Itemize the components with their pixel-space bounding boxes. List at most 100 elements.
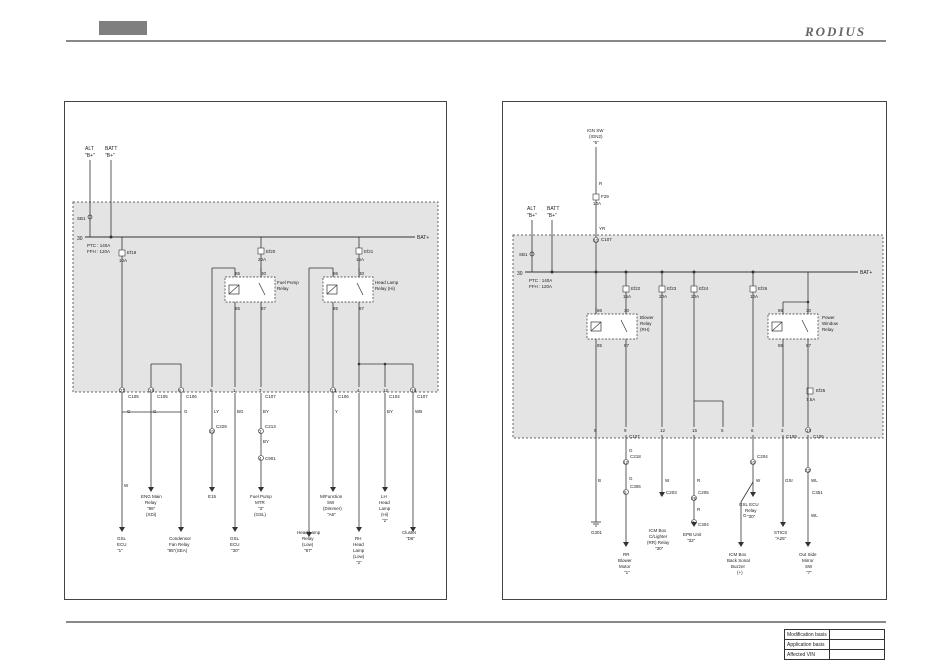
left-connector-row: 21 C105 16 C105 6 C106 6 1 7 C107 13 C10… <box>119 387 428 399</box>
svg-text:Condensor: Condensor <box>169 536 192 541</box>
svg-text:10: 10 <box>593 238 599 243</box>
mod-basis-label: Modification basis <box>784 629 830 640</box>
left-head-lamp-relay-hi: 86 30 85 87 Head Lamp Relay (Hi) <box>322 271 399 311</box>
svg-text:20A: 20A <box>659 294 667 299</box>
svg-text:(RH): (RH) <box>640 327 650 332</box>
left-alt-label: ALT <box>85 146 94 152</box>
svg-text:6: 6 <box>751 428 754 433</box>
svg-text:12: 12 <box>623 460 629 465</box>
left-fuse-ef20: Ef20 20A <box>257 237 276 272</box>
svg-text:85: 85 <box>778 343 784 348</box>
svg-text:GSr: GSr <box>785 478 794 483</box>
svg-text:"2": "2" <box>356 560 362 565</box>
svg-text:(Low): (Low) <box>302 542 314 547</box>
svg-text:20A: 20A <box>691 294 699 299</box>
svg-text:MTR: MTR <box>255 500 265 505</box>
svg-text:"30": "30" <box>747 514 756 519</box>
svg-text:"B+": "B+" <box>547 213 557 219</box>
svg-text:C305: C305 <box>630 484 641 489</box>
svg-text:Ef22: Ef22 <box>631 286 641 291</box>
left-30-label: 30 <box>77 236 83 242</box>
svg-text:Ef21: Ef21 <box>364 249 374 254</box>
svg-text:EPB Unit: EPB Unit <box>683 532 702 537</box>
app-basis-label: Application basis <box>784 639 830 650</box>
svg-text:Relay: Relay <box>145 500 157 505</box>
svg-text:29: 29 <box>691 496 697 501</box>
svg-text:87: 87 <box>806 343 812 348</box>
svg-text:C901: C901 <box>265 456 276 461</box>
svg-text:15A: 15A <box>623 294 631 299</box>
svg-text:30: 30 <box>261 271 267 276</box>
svg-text:15A: 15A <box>356 257 364 262</box>
svg-text:Blower: Blower <box>640 315 654 320</box>
svg-text:"1": "1" <box>117 548 123 553</box>
svg-text:C106: C106 <box>813 434 824 439</box>
svg-text:SW: SW <box>327 500 335 505</box>
svg-text:BATT: BATT <box>547 206 559 212</box>
svg-text:5: 5 <box>721 428 724 433</box>
svg-text:86: 86 <box>235 271 241 276</box>
svg-text:"30": "30" <box>231 548 240 553</box>
svg-text:12: 12 <box>660 428 666 433</box>
svg-text:85: 85 <box>333 306 339 311</box>
svg-text:3: 3 <box>781 428 784 433</box>
svg-text:(Hi): (Hi) <box>381 512 389 517</box>
svg-text:(RR) Relay: (RR) Relay <box>647 540 670 545</box>
svg-text:Head: Head <box>379 500 390 505</box>
svg-text:C204: C204 <box>757 454 768 459</box>
svg-text:Relay: Relay <box>277 286 289 291</box>
svg-text:BY: BY <box>263 439 269 444</box>
svg-text:6: 6 <box>179 388 182 393</box>
svg-text:E15: E15 <box>208 494 217 499</box>
left-fuel-pump-relay: 86 30 85 87 Fuel Pump Relay <box>224 271 299 311</box>
affected-vin-label: Affected VIN <box>784 649 830 660</box>
left-sb1-fuse-icon <box>87 214 93 220</box>
right-circuit-diagram: IGN SW (IGN2) "6" R F29 10A YR 10 C107 A… <box>512 128 884 575</box>
right-inline-connectors: 12 C218 5 C305 4 C203 29 C205 3 C304 10 … <box>623 454 823 527</box>
svg-text:R: R <box>697 478 701 483</box>
svg-text:4: 4 <box>259 456 262 461</box>
left-ffh-label: FFH : 120A <box>87 249 110 254</box>
svg-text:WL: WL <box>811 513 818 518</box>
left-fuse-ef21: Ef21 15A <box>355 237 374 272</box>
svg-text:W: W <box>756 478 761 483</box>
svg-text:W: W <box>665 478 670 483</box>
left-inline-connectors: 10 C229 2 C213 4 C901 <box>209 424 276 461</box>
svg-text:W: W <box>124 483 129 488</box>
svg-text:(Dimmer): (Dimmer) <box>323 506 342 511</box>
svg-text:Relay: Relay <box>745 508 757 513</box>
header-tab <box>99 21 147 35</box>
svg-text:C229: C229 <box>216 424 227 429</box>
svg-text:16: 16 <box>149 388 155 393</box>
svg-text:Relay: Relay <box>822 327 834 332</box>
svg-text:"7": "7" <box>806 570 812 575</box>
svg-text:10A: 10A <box>593 201 601 206</box>
svg-text:C104: C104 <box>389 394 400 399</box>
svg-text:Relay: Relay <box>640 321 652 326</box>
svg-text:Buzzer: Buzzer <box>731 564 746 569</box>
svg-text:20A: 20A <box>258 257 266 262</box>
right-end-labels: G301 RR Blower Motor "1" ICM Box C/Light… <box>591 502 817 575</box>
svg-text:C106: C106 <box>186 394 197 399</box>
left-wire-colors: G G G LY BG BY Y BY WB W BY <box>124 409 422 488</box>
svg-text:C107: C107 <box>629 434 640 439</box>
svg-text:30: 30 <box>359 271 365 276</box>
brand-logo: RODIUS <box>805 24 867 39</box>
svg-text:M/Function: M/Function <box>320 494 343 499</box>
svg-text:G301: G301 <box>591 530 603 535</box>
svg-text:(GSL): (GSL) <box>254 512 267 517</box>
footer-rule <box>66 621 886 623</box>
svg-text:7: 7 <box>259 388 262 393</box>
svg-text:SB1: SB1 <box>519 252 528 257</box>
svg-text:85: 85 <box>235 306 241 311</box>
svg-text:4: 4 <box>357 388 360 393</box>
svg-text:"6": "6" <box>593 140 599 145</box>
svg-text:87: 87 <box>359 306 365 311</box>
svg-text:Head Lamp: Head Lamp <box>297 530 321 535</box>
svg-text:Fuel Pump: Fuel Pump <box>277 280 299 285</box>
svg-text:C203: C203 <box>666 490 677 495</box>
svg-text:Ef20: Ef20 <box>266 249 276 254</box>
svg-text:"2": "2" <box>382 518 388 523</box>
svg-text:12: 12 <box>383 388 389 393</box>
svg-text:WL: WL <box>811 478 818 483</box>
